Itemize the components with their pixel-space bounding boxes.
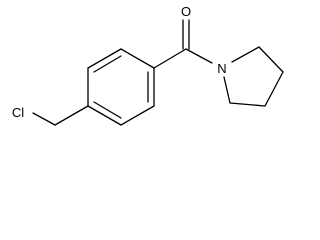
pyrrolidine-bond-bottom <box>229 102 266 107</box>
chemical-structure-diagram: O N Cl <box>12 4 284 126</box>
c-cl-bond <box>32 112 56 126</box>
pyrrolidine-bond-n-bottom <box>223 76 231 104</box>
structure-canvas: O N Cl <box>12 4 284 126</box>
pyrrolidine-bond-n-top <box>231 46 260 63</box>
carbonyl-to-nitrogen-bond <box>185 48 213 64</box>
ring-bond-bottom-right <box>120 105 155 126</box>
pyrrolidine-bond-right <box>264 71 284 107</box>
ring-double-bond-lower-left <box>93 101 122 119</box>
ring-to-carbonyl-bond <box>153 48 187 69</box>
ring-bond-top-left <box>87 48 122 69</box>
nitrogen-atom-label: N <box>217 61 226 76</box>
ring-bond-top-right <box>120 48 155 69</box>
pyrrolidine-bond-top-right <box>258 46 284 73</box>
oxygen-atom-label: O <box>181 4 191 19</box>
ring-double-bond-upper-left <box>93 55 122 73</box>
ring-bond-bottom-left <box>87 105 122 126</box>
ch2-bond <box>54 105 89 126</box>
chlorine-atom-label: Cl <box>12 105 24 120</box>
